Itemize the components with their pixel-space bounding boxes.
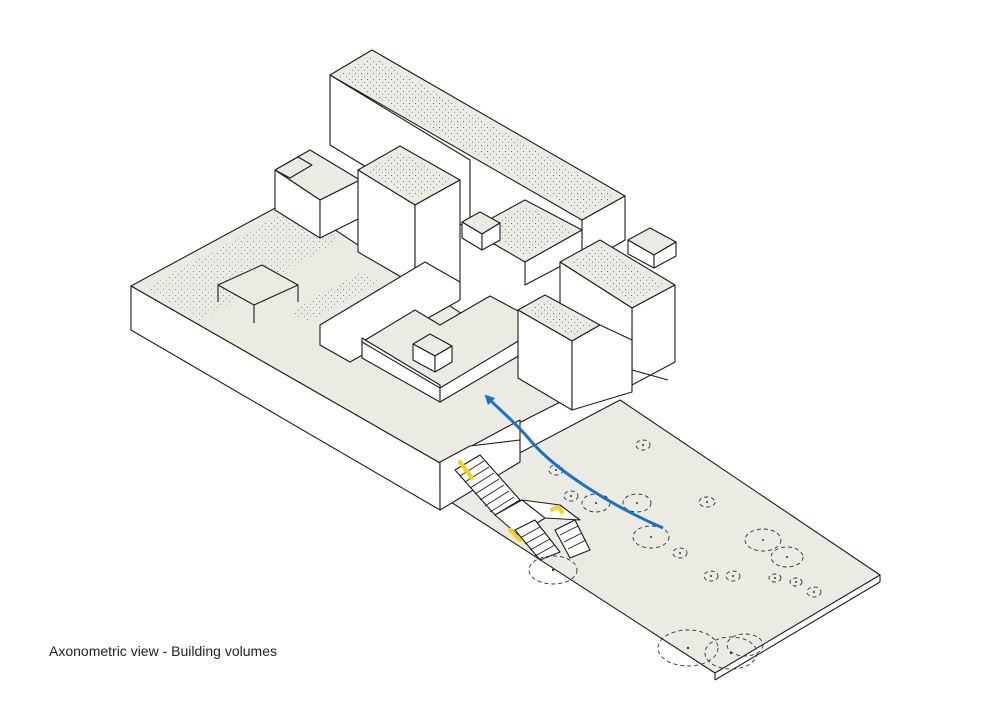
handrail-upper [458, 460, 474, 480]
diagram-caption: Axonometric view - Building volumes [49, 643, 277, 659]
left-block [274, 149, 361, 239]
front-block [361, 295, 521, 403]
ground-plaza [439, 399, 881, 681]
tree [698, 496, 716, 508]
tree [563, 490, 579, 502]
tree [789, 577, 803, 587]
tree [622, 493, 652, 513]
stair-treads [459, 460, 587, 557]
tree [528, 555, 578, 585]
tree [726, 633, 764, 657]
staircase [454, 454, 591, 561]
right-block [517, 227, 677, 411]
tree [703, 570, 719, 582]
tree [770, 546, 804, 568]
courtyard [319, 261, 461, 363]
handrail-lower [508, 528, 522, 542]
tree [672, 547, 688, 559]
trees [528, 439, 822, 670]
circulation-arrow [484, 394, 664, 530]
tree [632, 525, 670, 549]
tree [635, 439, 651, 451]
tree [725, 570, 741, 582]
tree [657, 629, 719, 667]
handrail-middle [550, 505, 564, 514]
rooftop-pavilion [217, 264, 299, 323]
tree [768, 573, 782, 583]
tree [806, 586, 822, 598]
tree [744, 528, 782, 552]
